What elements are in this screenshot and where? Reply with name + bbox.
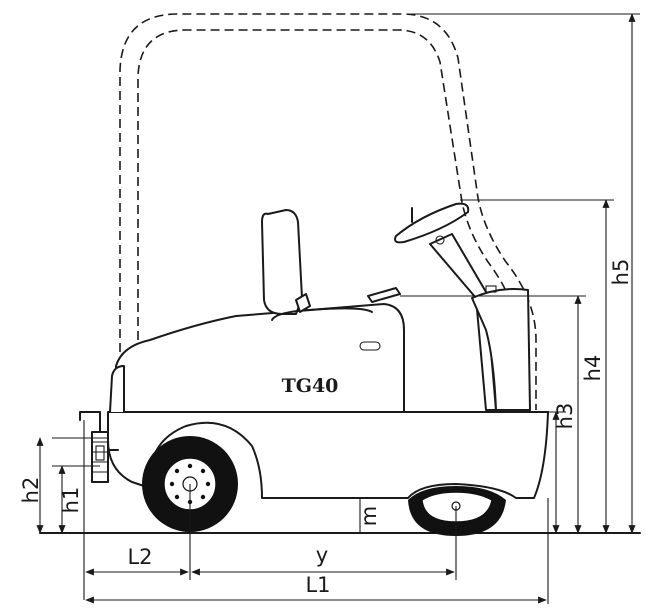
extension-lines bbox=[52, 13, 640, 604]
overhead-guard-outline bbox=[119, 13, 537, 410]
body-hood bbox=[109, 303, 405, 413]
dim-label-h4: h4 bbox=[581, 355, 605, 382]
dim-label-L2: L2 bbox=[127, 545, 152, 569]
dim-label-h5: h5 bbox=[609, 259, 633, 286]
dim-label-h1: h1 bbox=[59, 487, 83, 514]
dim-label-m: m bbox=[357, 506, 381, 526]
horizontal-dimension-arrows bbox=[85, 568, 547, 604]
towing-coupling bbox=[79, 411, 109, 483]
dim-label-h2: h2 bbox=[19, 477, 43, 504]
front-wheel bbox=[408, 486, 506, 536]
seat bbox=[261, 209, 373, 321]
steering-assembly bbox=[367, 202, 531, 411]
vertical-dimension-arrows bbox=[36, 13, 636, 534]
dim-label-L1: L1 bbox=[305, 573, 330, 597]
model-label: TG40 bbox=[282, 375, 339, 397]
dim-label-h3: h3 bbox=[553, 403, 577, 430]
dim-label-y: y bbox=[316, 543, 328, 567]
